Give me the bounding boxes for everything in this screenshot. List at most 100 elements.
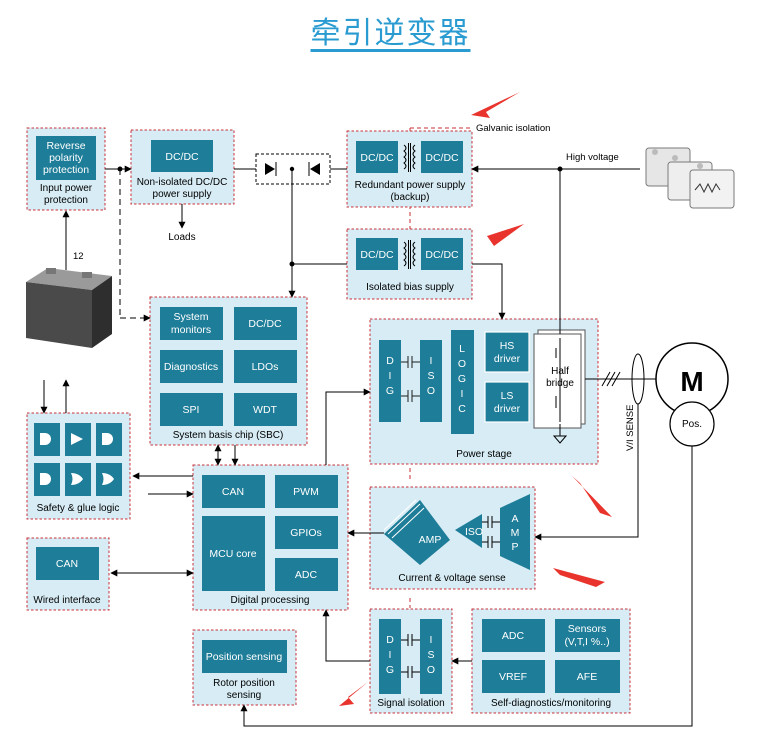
svg-text:SPI: SPI (183, 404, 200, 416)
loads-label: Loads (168, 232, 195, 243)
svg-text:C: C (458, 403, 466, 415)
svg-text:Current & voltage sense: Current & voltage sense (398, 573, 506, 584)
connection-lines (40, 165, 693, 727)
svg-text:G: G (458, 373, 466, 385)
svg-text:driver: driver (494, 403, 521, 415)
svg-text:LDOs: LDOs (252, 361, 279, 373)
svg-text:G: G (386, 385, 394, 397)
svg-text:monitors: monitors (171, 324, 211, 336)
svg-text:protection: protection (43, 164, 89, 176)
svg-text:CAN: CAN (222, 486, 244, 498)
svg-text:O: O (427, 385, 435, 397)
svg-text:S: S (427, 370, 434, 382)
svg-text:protection: protection (44, 195, 88, 206)
svg-text:Safety & glue logic: Safety & glue logic (37, 503, 120, 514)
svg-text:driver: driver (494, 353, 521, 365)
svg-text:System basis chip (SBC): System basis chip (SBC) (173, 430, 284, 441)
svg-text:power supply: power supply (153, 189, 212, 200)
svg-text:L: L (459, 343, 465, 355)
non-isolated-dcdc-block[interactable]: DC/DC Non-isolated DC/DC power supply (130, 129, 235, 205)
svg-text:Pos.: Pos. (682, 419, 702, 430)
battery-12v-icon (26, 268, 112, 348)
svg-text:Digital processing: Digital processing (231, 595, 310, 606)
svg-text:S: S (427, 649, 434, 661)
high-voltage-label: High voltage (566, 152, 619, 163)
svg-text:I: I (430, 634, 433, 646)
digital-processing-block[interactable]: CAN PWM MCU core GPIOs ADC Digital proce… (192, 464, 349, 611)
current-voltage-sense-block[interactable]: AMP ISO A M P Current & voltage sense (369, 486, 536, 590)
system-basis-chip-block[interactable]: System monitors DC/DC Diagnostics LDOs S… (149, 296, 308, 446)
vi-sense-label: V/I SENSE (625, 405, 636, 451)
high-voltage-battery-icon (645, 147, 735, 209)
svg-text:I: I (430, 355, 433, 367)
svg-text:Diagnostics: Diagnostics (164, 361, 218, 373)
input-power-protection-block[interactable]: Reverse polarity protection Input power … (26, 127, 106, 211)
svg-text:Position sensing: Position sensing (206, 651, 283, 663)
svg-text:DC/DC: DC/DC (360, 249, 394, 261)
svg-text:ADC: ADC (295, 569, 318, 581)
svg-text:D: D (386, 634, 394, 646)
self-diagnostics-block[interactable]: ADC Sensors (V,T,I %..) VREF AFE Self-di… (471, 608, 631, 714)
svg-text:D: D (386, 355, 394, 367)
svg-text:polarity: polarity (49, 152, 84, 164)
svg-text:DC/DC: DC/DC (425, 249, 459, 261)
svg-text:O: O (458, 358, 466, 370)
svg-text:I: I (389, 649, 392, 661)
svg-text:WDT: WDT (253, 404, 277, 416)
safety-glue-logic-block[interactable]: Safety & glue logic (26, 412, 131, 520)
svg-text:Non-isolated DC/DC: Non-isolated DC/DC (137, 177, 228, 188)
svg-text:P: P (511, 541, 518, 553)
svg-text:System: System (173, 311, 208, 323)
twelve-volt-label: 12 (73, 251, 84, 262)
svg-text:MCU core: MCU core (209, 548, 256, 560)
svg-text:GPIOs: GPIOs (290, 527, 322, 539)
svg-text:A: A (511, 513, 518, 525)
svg-text:HS: HS (500, 340, 515, 352)
svg-text:AMP: AMP (419, 534, 442, 546)
svg-text:Redundant power supply: Redundant power supply (355, 180, 466, 191)
power-stage-block[interactable]: D I G I S O L O G I C HS driver LS drive… (369, 318, 599, 465)
galvanic-isolation-label: Galvanic isolation (476, 123, 550, 134)
svg-text:LS: LS (501, 390, 514, 402)
svg-text:Signal isolation: Signal isolation (377, 698, 444, 709)
svg-text:bridge: bridge (546, 378, 574, 389)
rotor-position-sensing-block[interactable]: Position sensing Rotor position sensing (192, 629, 297, 706)
svg-text:Input power: Input power (40, 183, 93, 194)
three-phase-marks (601, 371, 621, 387)
wired-interface-block[interactable]: CAN Wired interface (26, 537, 110, 611)
svg-text:sensing: sensing (227, 690, 261, 701)
svg-text:AFE: AFE (577, 671, 597, 683)
svg-text:ADC: ADC (502, 630, 525, 642)
svg-text:Isolated bias supply: Isolated bias supply (366, 282, 454, 293)
svg-text:Reverse: Reverse (46, 140, 85, 152)
svg-text:DC/DC: DC/DC (425, 152, 459, 164)
callout-arrows (339, 92, 612, 706)
svg-text:I: I (389, 370, 392, 382)
motor-icon: M Pos. (655, 342, 729, 447)
svg-text:Wired interface: Wired interface (33, 595, 101, 606)
dcdc-chip (151, 140, 213, 172)
svg-text:M: M (680, 366, 703, 397)
svg-text:M: M (511, 527, 520, 539)
isolated-bias-supply-block[interactable]: DC/DC DC/DC Isolated bias supply (346, 228, 473, 300)
svg-text:Power stage: Power stage (456, 449, 512, 460)
signal-isolation-block[interactable]: D I G I S O Signal isolation (369, 608, 453, 714)
svg-text:ISO: ISO (465, 526, 483, 538)
svg-text:Rotor position: Rotor position (213, 678, 275, 689)
svg-text:DC/DC: DC/DC (165, 151, 199, 163)
svg-text:Sensors: Sensors (568, 623, 607, 635)
svg-text:CAN: CAN (56, 558, 78, 570)
svg-text:PWM: PWM (293, 486, 319, 498)
svg-text:Self-diagnostics/monitoring: Self-diagnostics/monitoring (491, 698, 611, 709)
reverse-polarity-chip (36, 136, 96, 180)
redundant-power-supply-block[interactable]: DC/DC DC/DC Redundant power supply (back… (346, 130, 473, 208)
svg-text:I: I (461, 388, 464, 400)
svg-text:G: G (386, 664, 394, 676)
svg-text:(V,T,I %..): (V,T,I %..) (564, 636, 609, 648)
diode-pair (255, 153, 331, 185)
svg-text:DC/DC: DC/DC (360, 152, 394, 164)
svg-text:O: O (427, 664, 435, 676)
svg-text:DC/DC: DC/DC (248, 318, 282, 330)
svg-text:VREF: VREF (499, 671, 527, 683)
